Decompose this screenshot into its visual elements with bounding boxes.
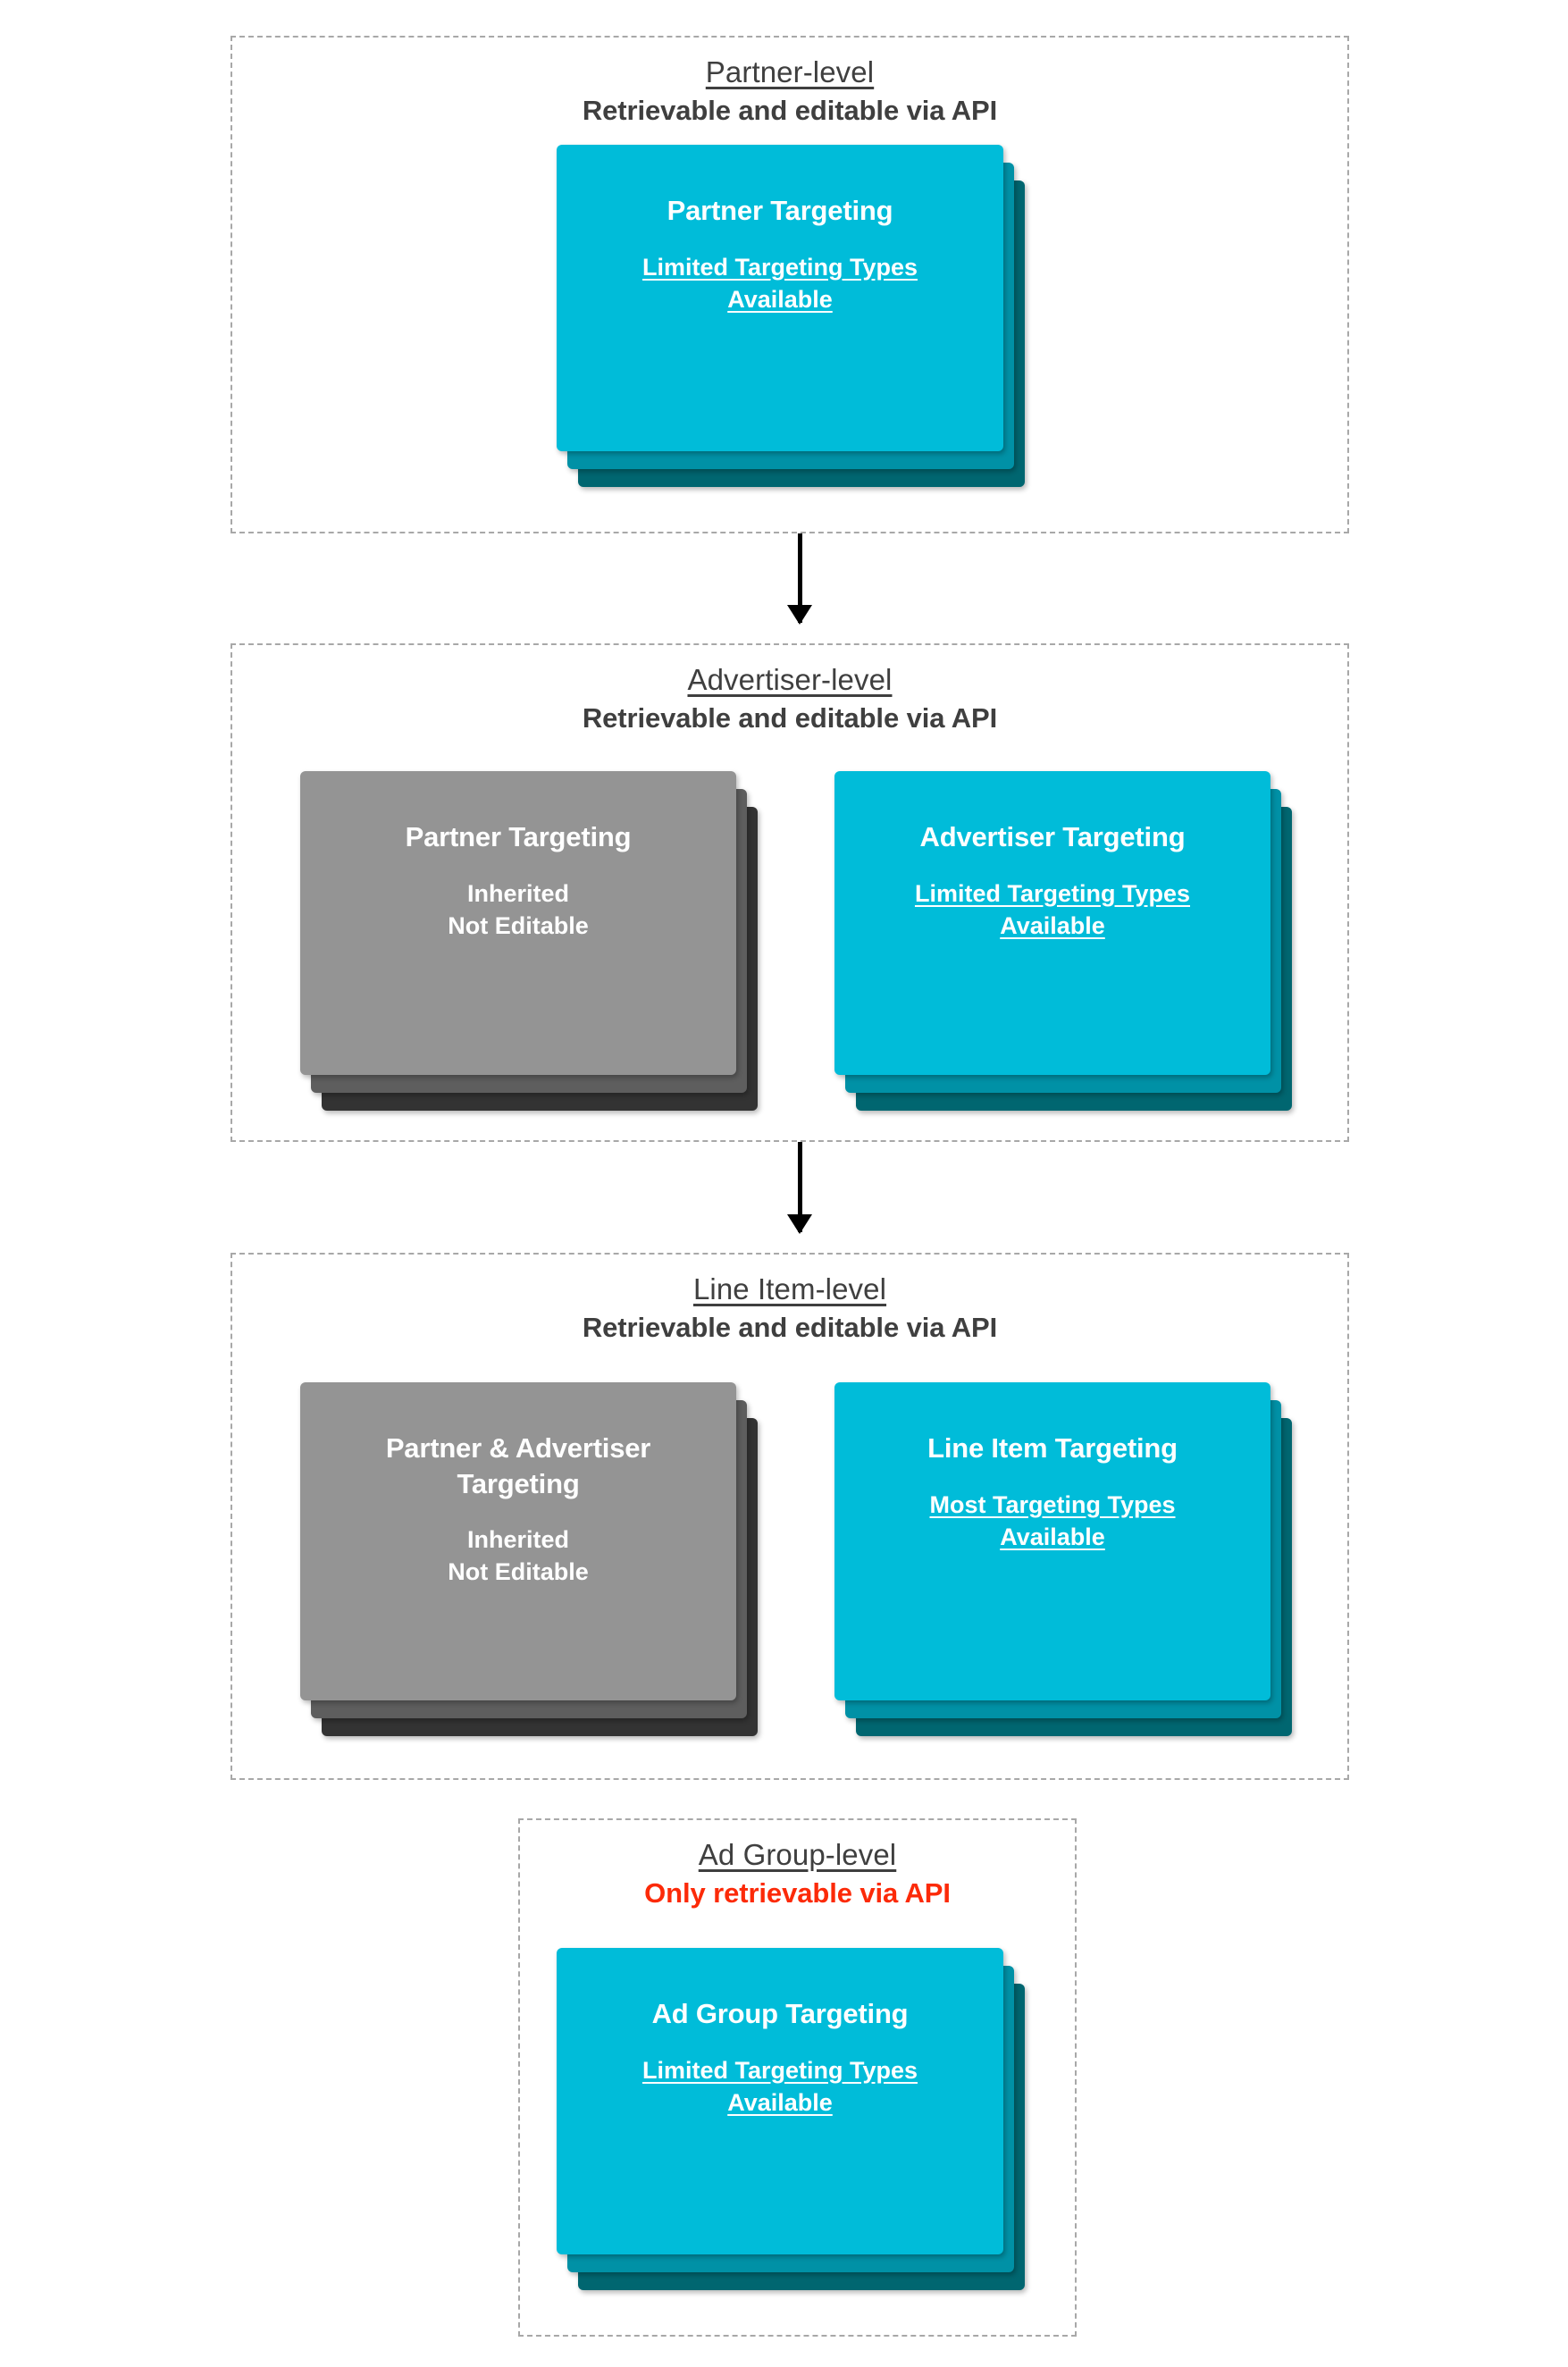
down-arrow-shaft	[797, 1142, 802, 1232]
card-title: Partner & Advertiser Targeting	[385, 1432, 651, 1499]
card-content-adgroup-targeting: Ad Group Targeting Limited Targeting Typ…	[557, 1948, 1003, 2254]
card-content-partner-targeting-inherited: Partner Targeting Inherited Not Editable	[300, 771, 736, 1075]
level-panel-lineitem: Line Item-level Retrievable and editable…	[231, 1253, 1349, 1780]
card-content-advertiser-targeting: Advertiser Targeting Limited Targeting T…	[834, 771, 1270, 1075]
panel-header-adgroup: Ad Group-level Only retrievable via API	[520, 1838, 1075, 1910]
card-layer-front	[834, 1382, 1270, 1700]
card-note: Inherited Not Editable	[448, 1526, 589, 1586]
down-arrow-shaft	[797, 533, 802, 623]
card-layer-front	[834, 771, 1270, 1075]
connector-arrow-advertiser-to-lineitem	[786, 1142, 813, 1234]
card-stack-partner-advertiser-targeting-inherited[interactable]: Partner & Advertiser Targeting Inherited…	[300, 1382, 768, 1740]
level-title-partner: Partner-level	[705, 55, 875, 88]
card-content-partner-targeting: Partner Targeting Limited Targeting Type…	[557, 145, 1003, 451]
card-note: Limited Targeting Types Available	[641, 2056, 918, 2116]
level-panel-partner: Partner-level Retrievable and editable v…	[231, 36, 1349, 533]
level-subtitle-partner: Retrievable and editable via API	[582, 94, 998, 126]
level-title-adgroup: Ad Group-level	[698, 1838, 897, 1871]
card-title: Ad Group Targeting	[651, 1998, 909, 2029]
card-stack-partner-targeting-inherited[interactable]: Partner Targeting Inherited Not Editable	[300, 771, 768, 1111]
card-layer-front	[300, 1382, 736, 1700]
level-panel-advertiser: Advertiser-level Retrievable and editabl…	[231, 643, 1349, 1142]
card-content-partner-advertiser-targeting-inherited: Partner & Advertiser Targeting Inherited…	[300, 1382, 736, 1700]
card-title: Partner Targeting	[667, 195, 893, 226]
level-title-lineitem: Line Item-level	[692, 1272, 887, 1305]
panel-header-advertiser: Advertiser-level Retrievable and editabl…	[232, 663, 1347, 735]
connector-arrow-partner-to-advertiser	[786, 533, 813, 625]
card-note: Limited Targeting Types Available	[641, 253, 918, 313]
card-layer-front	[557, 1948, 1003, 2254]
card-title: Advertiser Targeting	[919, 821, 1186, 852]
card-note: Most Targeting Types Available	[929, 1490, 1176, 1550]
card-note: Limited Targeting Types Available	[914, 879, 1191, 939]
card-stack-lineitem-targeting[interactable]: Line Item Targeting Most Targeting Types…	[834, 1382, 1303, 1740]
down-arrow-icon	[787, 1214, 812, 1234]
down-arrow-icon	[787, 605, 812, 625]
card-title: Line Item Targeting	[927, 1432, 1178, 1464]
card-title: Partner Targeting	[405, 821, 632, 852]
card-stack-partner-targeting[interactable]: Partner Targeting Limited Targeting Type…	[557, 145, 1025, 487]
level-title-advertiser: Advertiser-level	[687, 663, 893, 696]
card-stack-adgroup-targeting[interactable]: Ad Group Targeting Limited Targeting Typ…	[557, 1948, 1025, 2290]
level-subtitle-adgroup: Only retrievable via API	[644, 1876, 951, 1909]
card-stack-advertiser-targeting[interactable]: Advertiser Targeting Limited Targeting T…	[834, 771, 1303, 1111]
level-subtitle-advertiser: Retrievable and editable via API	[582, 701, 998, 734]
level-panel-adgroup: Ad Group-level Only retrievable via API …	[518, 1818, 1077, 2337]
panel-header-lineitem: Line Item-level Retrievable and editable…	[232, 1272, 1347, 1345]
level-subtitle-lineitem: Retrievable and editable via API	[582, 1311, 998, 1343]
card-layer-front	[300, 771, 736, 1075]
panel-header-partner: Partner-level Retrievable and editable v…	[232, 55, 1347, 128]
card-content-lineitem-targeting: Line Item Targeting Most Targeting Types…	[834, 1382, 1270, 1700]
card-layer-front	[557, 145, 1003, 451]
card-note: Inherited Not Editable	[448, 879, 589, 939]
